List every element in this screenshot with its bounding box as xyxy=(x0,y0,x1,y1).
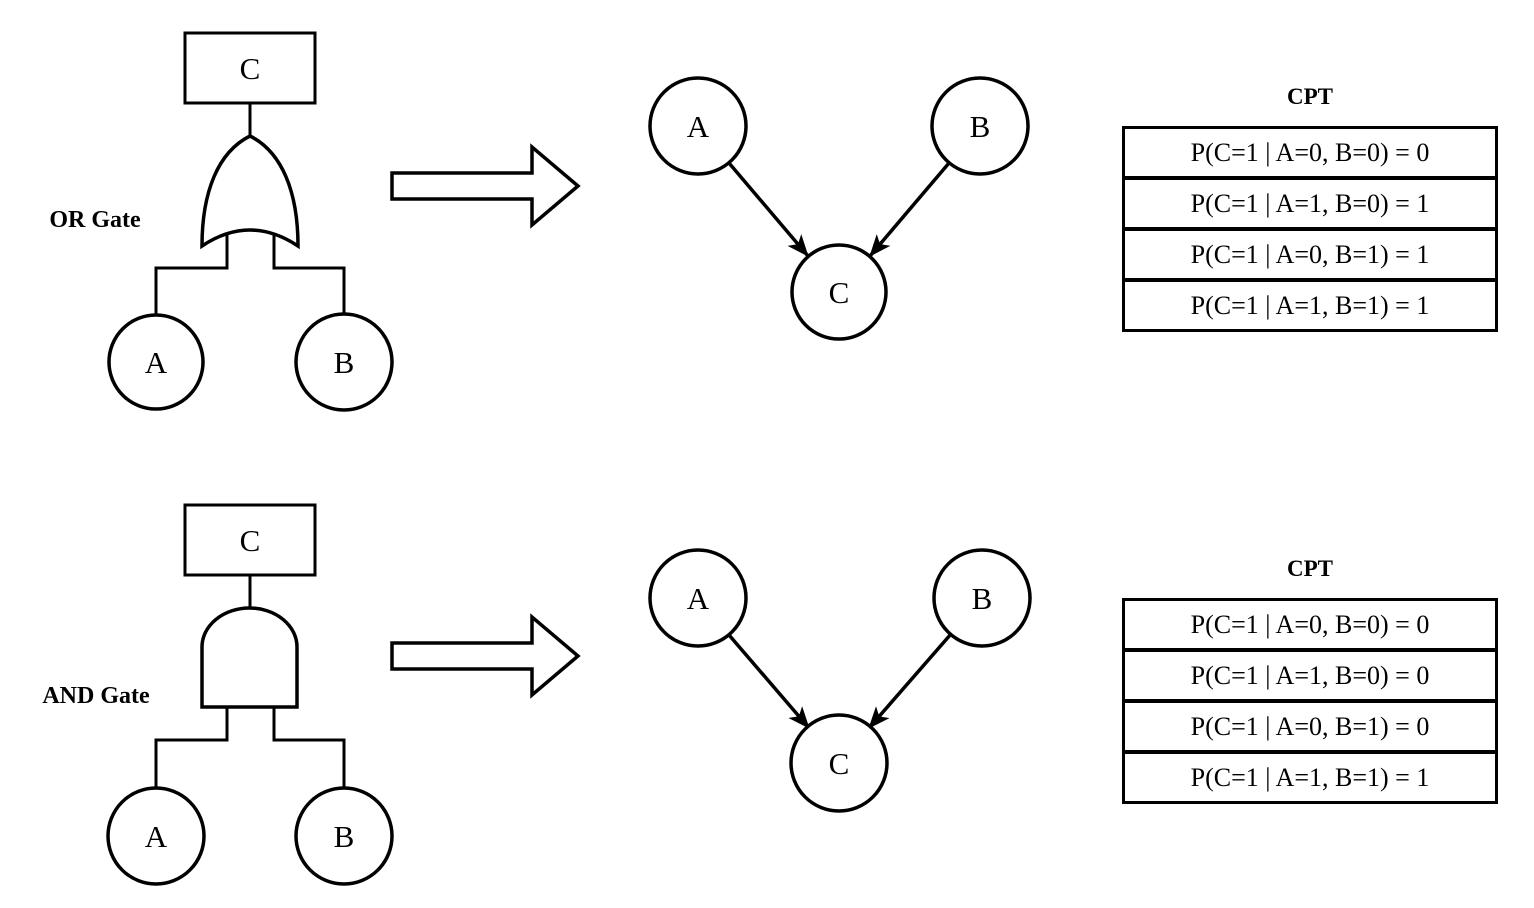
bn-or-node-a-label: A xyxy=(687,109,710,144)
fault-tree-or-node-b-label: B xyxy=(334,345,355,380)
bn-or-node-c xyxy=(790,243,888,341)
cpt-and-row-2: P(C=1 | A=1, B=0) = 0 xyxy=(1122,649,1498,702)
fault-tree-and-node-b-label: B xyxy=(334,819,355,854)
bn-or-node-b-label: B xyxy=(970,109,991,144)
fault-tree-or-node-a xyxy=(107,313,205,411)
cpt-or-rows: P(C=1 | A=0, B=0) = 0 P(C=1 | A=1, B=0) … xyxy=(1122,126,1498,332)
cpt-and-row-1: P(C=1 | A=0, B=0) = 0 xyxy=(1122,598,1498,651)
fault-tree-or: C A B OR Gate xyxy=(49,31,394,412)
transform-arrow-and xyxy=(390,613,581,699)
bn-and-node-a xyxy=(648,548,748,648)
and-gate-label: AND Gate xyxy=(42,683,150,709)
fault-tree-or-left-branch xyxy=(154,233,229,315)
bn-or-edge-b-to-c xyxy=(868,161,951,258)
cpt-or-title: CPT xyxy=(1287,84,1333,109)
bn-and-node-a-label: A xyxy=(687,581,710,616)
fault-tree-or-node-b xyxy=(294,312,394,412)
bn-and-node-c-label: C xyxy=(829,746,850,781)
fault-tree-and: C A B AND Gate xyxy=(42,503,394,886)
cpt-or-row-2: P(C=1 | A=1, B=0) = 1 xyxy=(1122,177,1498,230)
bn-or-node-b xyxy=(930,76,1030,176)
cpt-and-row-3: P(C=1 | A=0, B=1) = 0 xyxy=(1122,700,1498,753)
cpt-or-row-4: P(C=1 | A=1, B=1) = 1 xyxy=(1122,279,1498,332)
bn-or-edge-a-to-c xyxy=(727,161,810,258)
bn-and-edge-a-to-c xyxy=(727,633,811,730)
bayesian-network-and: A B C xyxy=(648,548,1032,813)
cpt-and-title: CPT xyxy=(1287,556,1333,581)
cpt-and-row-4: P(C=1 | A=1, B=1) = 1 xyxy=(1122,751,1498,804)
fault-tree-or-right-branch xyxy=(272,233,346,315)
bayesian-network-or: A B C xyxy=(648,76,1030,341)
right-block-arrow-icon xyxy=(390,143,581,229)
fault-tree-or-top-event-box xyxy=(183,31,317,105)
fault-tree-and-top-event-label: C xyxy=(240,523,261,558)
fault-tree-and-node-a xyxy=(106,786,206,886)
fault-tree-and-node-a-label: A xyxy=(145,819,168,854)
cpt-table-or: CPT P(C=1 | A=0, B=0) = 0 P(C=1 | A=1, B… xyxy=(1122,84,1498,332)
fault-tree-or-node-a-label: A xyxy=(145,345,168,380)
bn-and-node-c xyxy=(789,713,889,813)
right-block-arrow-icon xyxy=(390,613,581,699)
bn-and-node-b xyxy=(932,548,1032,648)
fault-tree-and-left-branch xyxy=(154,707,229,788)
bn-or-node-c-label: C xyxy=(829,275,850,310)
or-gate-shape xyxy=(200,134,300,250)
fault-tree-or-top-event-label: C xyxy=(240,51,261,86)
transform-arrow-or xyxy=(390,143,581,229)
bn-and-node-b-label: B xyxy=(972,581,993,616)
bn-or-node-a xyxy=(648,76,748,176)
cpt-or-row-3: P(C=1 | A=0, B=1) = 1 xyxy=(1122,228,1498,281)
bn-and-edge-b-to-c xyxy=(867,632,953,730)
cpt-or-row-1: P(C=1 | A=0, B=0) = 0 xyxy=(1122,126,1498,179)
cpt-and-rows: P(C=1 | A=0, B=0) = 0 P(C=1 | A=1, B=0) … xyxy=(1122,598,1498,804)
fault-tree-and-node-b xyxy=(294,786,394,886)
and-gate-shape xyxy=(200,606,299,709)
cpt-table-and: CPT P(C=1 | A=0, B=0) = 0 P(C=1 | A=1, B… xyxy=(1122,556,1498,804)
or-gate-label: OR Gate xyxy=(49,207,141,233)
fault-tree-and-right-branch xyxy=(272,707,346,788)
